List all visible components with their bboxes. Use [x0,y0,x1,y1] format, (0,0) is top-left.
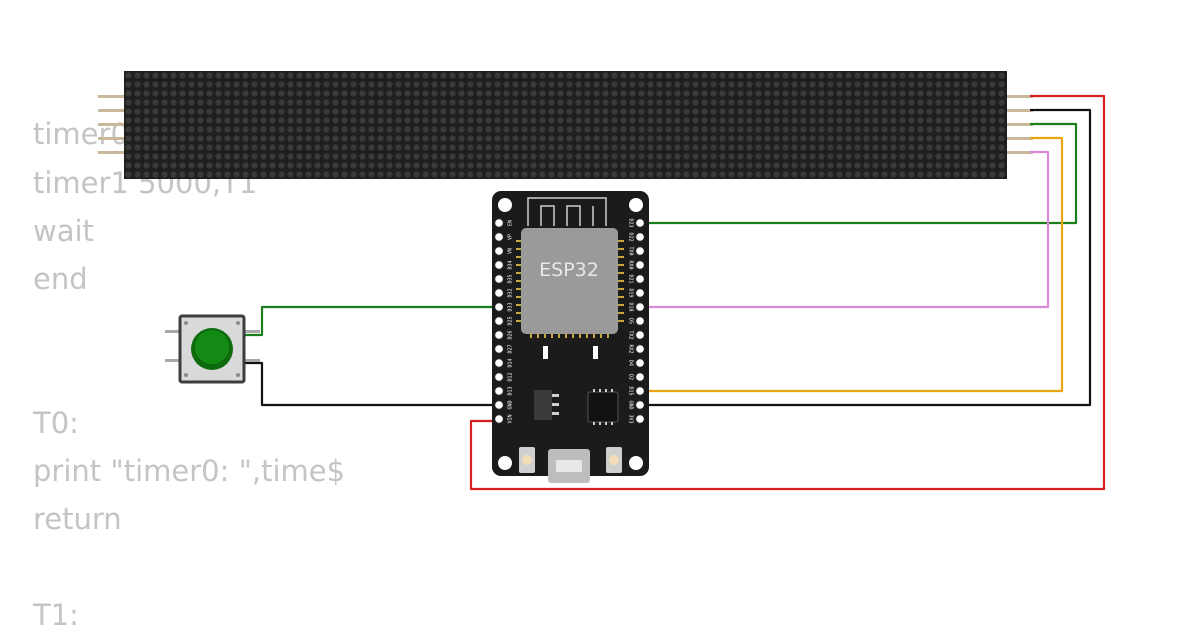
pin-label: D25 [508,316,514,325]
header-pin[interactable] [494,400,504,410]
pin-label: D27 [508,344,514,353]
header-pin[interactable] [494,344,504,354]
pin-label: D18 [628,302,634,311]
header-pin[interactable] [635,358,645,368]
wire-orange-cs [640,136,1064,393]
pin-label: D12 [508,372,514,381]
pin-label: D4 [628,360,634,366]
pin-label: D32 [508,288,514,297]
header-pin[interactable] [494,358,504,368]
header-pin[interactable] [494,232,504,242]
wire-green-din [640,122,1078,225]
pin-label: D33 [508,302,514,311]
code-line: print "timer0: ",time$ [33,454,346,488]
pin-label: VN [508,248,514,254]
wire-green-button [244,305,499,337]
pin-label: D22 [628,232,634,241]
pin-label: D26 [508,330,514,339]
header-pin[interactable] [635,302,645,312]
pin-label: D35 [508,274,514,283]
micro-usb-port[interactable] [548,449,590,483]
code-line: timer0 [33,117,129,151]
wire-black-gnd [640,108,1092,407]
code-line: end [33,262,88,296]
usb-uart-chip [587,391,619,423]
voltage-regulator [534,390,552,420]
header-pin[interactable] [635,274,645,284]
header-pin[interactable] [635,330,645,340]
header-pin[interactable] [494,260,504,270]
pin-label: VP [508,234,514,240]
pin-label: D15 [628,386,634,395]
pin-label: D14 [508,358,514,367]
pin-label: GND [628,400,634,409]
esp32-module [521,228,618,334]
header-pin[interactable] [635,246,645,256]
pin-label: 3V3 [628,414,634,423]
pin-label: TX0 [628,246,634,255]
header-pin[interactable] [494,288,504,298]
led-matrix[interactable] [98,71,1033,179]
right-header-pins [635,218,645,424]
header-pin[interactable] [494,386,504,396]
led-matrix-right-header [1006,95,1033,154]
left-header-pins [494,218,504,424]
pin-label: TX2 [628,330,634,339]
code-listing: timer0 timer1 5000,T1 wait end T0: print… [33,0,633,632]
header-pin[interactable] [635,344,645,354]
header-pin[interactable] [635,400,645,410]
header-pin[interactable] [494,330,504,340]
pin-label: D34 [508,260,514,269]
pin-label: D19 [628,288,634,297]
code-line: wait [33,214,94,248]
pin-label: D13 [508,386,514,395]
header-pin[interactable] [635,386,645,396]
header-pin[interactable] [635,260,645,270]
wires [244,94,1106,491]
boot-button[interactable] [606,447,622,473]
header-pin[interactable] [635,414,645,424]
pin-label: VIN [508,414,514,423]
wire-red-vcc [469,94,1106,491]
header-pin[interactable] [494,246,504,256]
header-pin[interactable] [635,372,645,382]
header-pin[interactable] [635,316,645,326]
led-matrix-left-header [98,95,125,154]
code-line: T1: [33,598,79,632]
pin-label: EN [508,220,514,226]
pin-label: D5 [628,318,634,324]
header-pin[interactable] [635,232,645,242]
header-pin[interactable] [494,316,504,326]
pin-label: D2 [628,374,634,380]
code-line: T0: [33,406,79,440]
header-pin[interactable] [494,218,504,228]
en-button[interactable] [519,447,535,473]
header-pin[interactable] [494,302,504,312]
chip-label: ESP32 [539,259,599,281]
pin-label: RX0 [628,260,634,269]
pin-label: RX2 [628,344,634,353]
pin-label: GND [508,400,514,409]
wire-pink-clk [640,150,1050,309]
header-pin[interactable] [635,218,645,228]
header-pin[interactable] [494,414,504,424]
module-castellations [516,240,624,338]
pin-label: D23 [628,218,634,227]
code-line: return [33,502,122,536]
wifi-antenna-icon [527,197,607,226]
header-pin[interactable] [635,288,645,298]
pin-label: D21 [628,274,634,283]
header-pin[interactable] [494,274,504,284]
pushbutton[interactable] [165,314,260,384]
header-pin[interactable] [494,372,504,382]
wire-black-button [244,361,499,407]
led-matrix-icon [124,71,1007,179]
